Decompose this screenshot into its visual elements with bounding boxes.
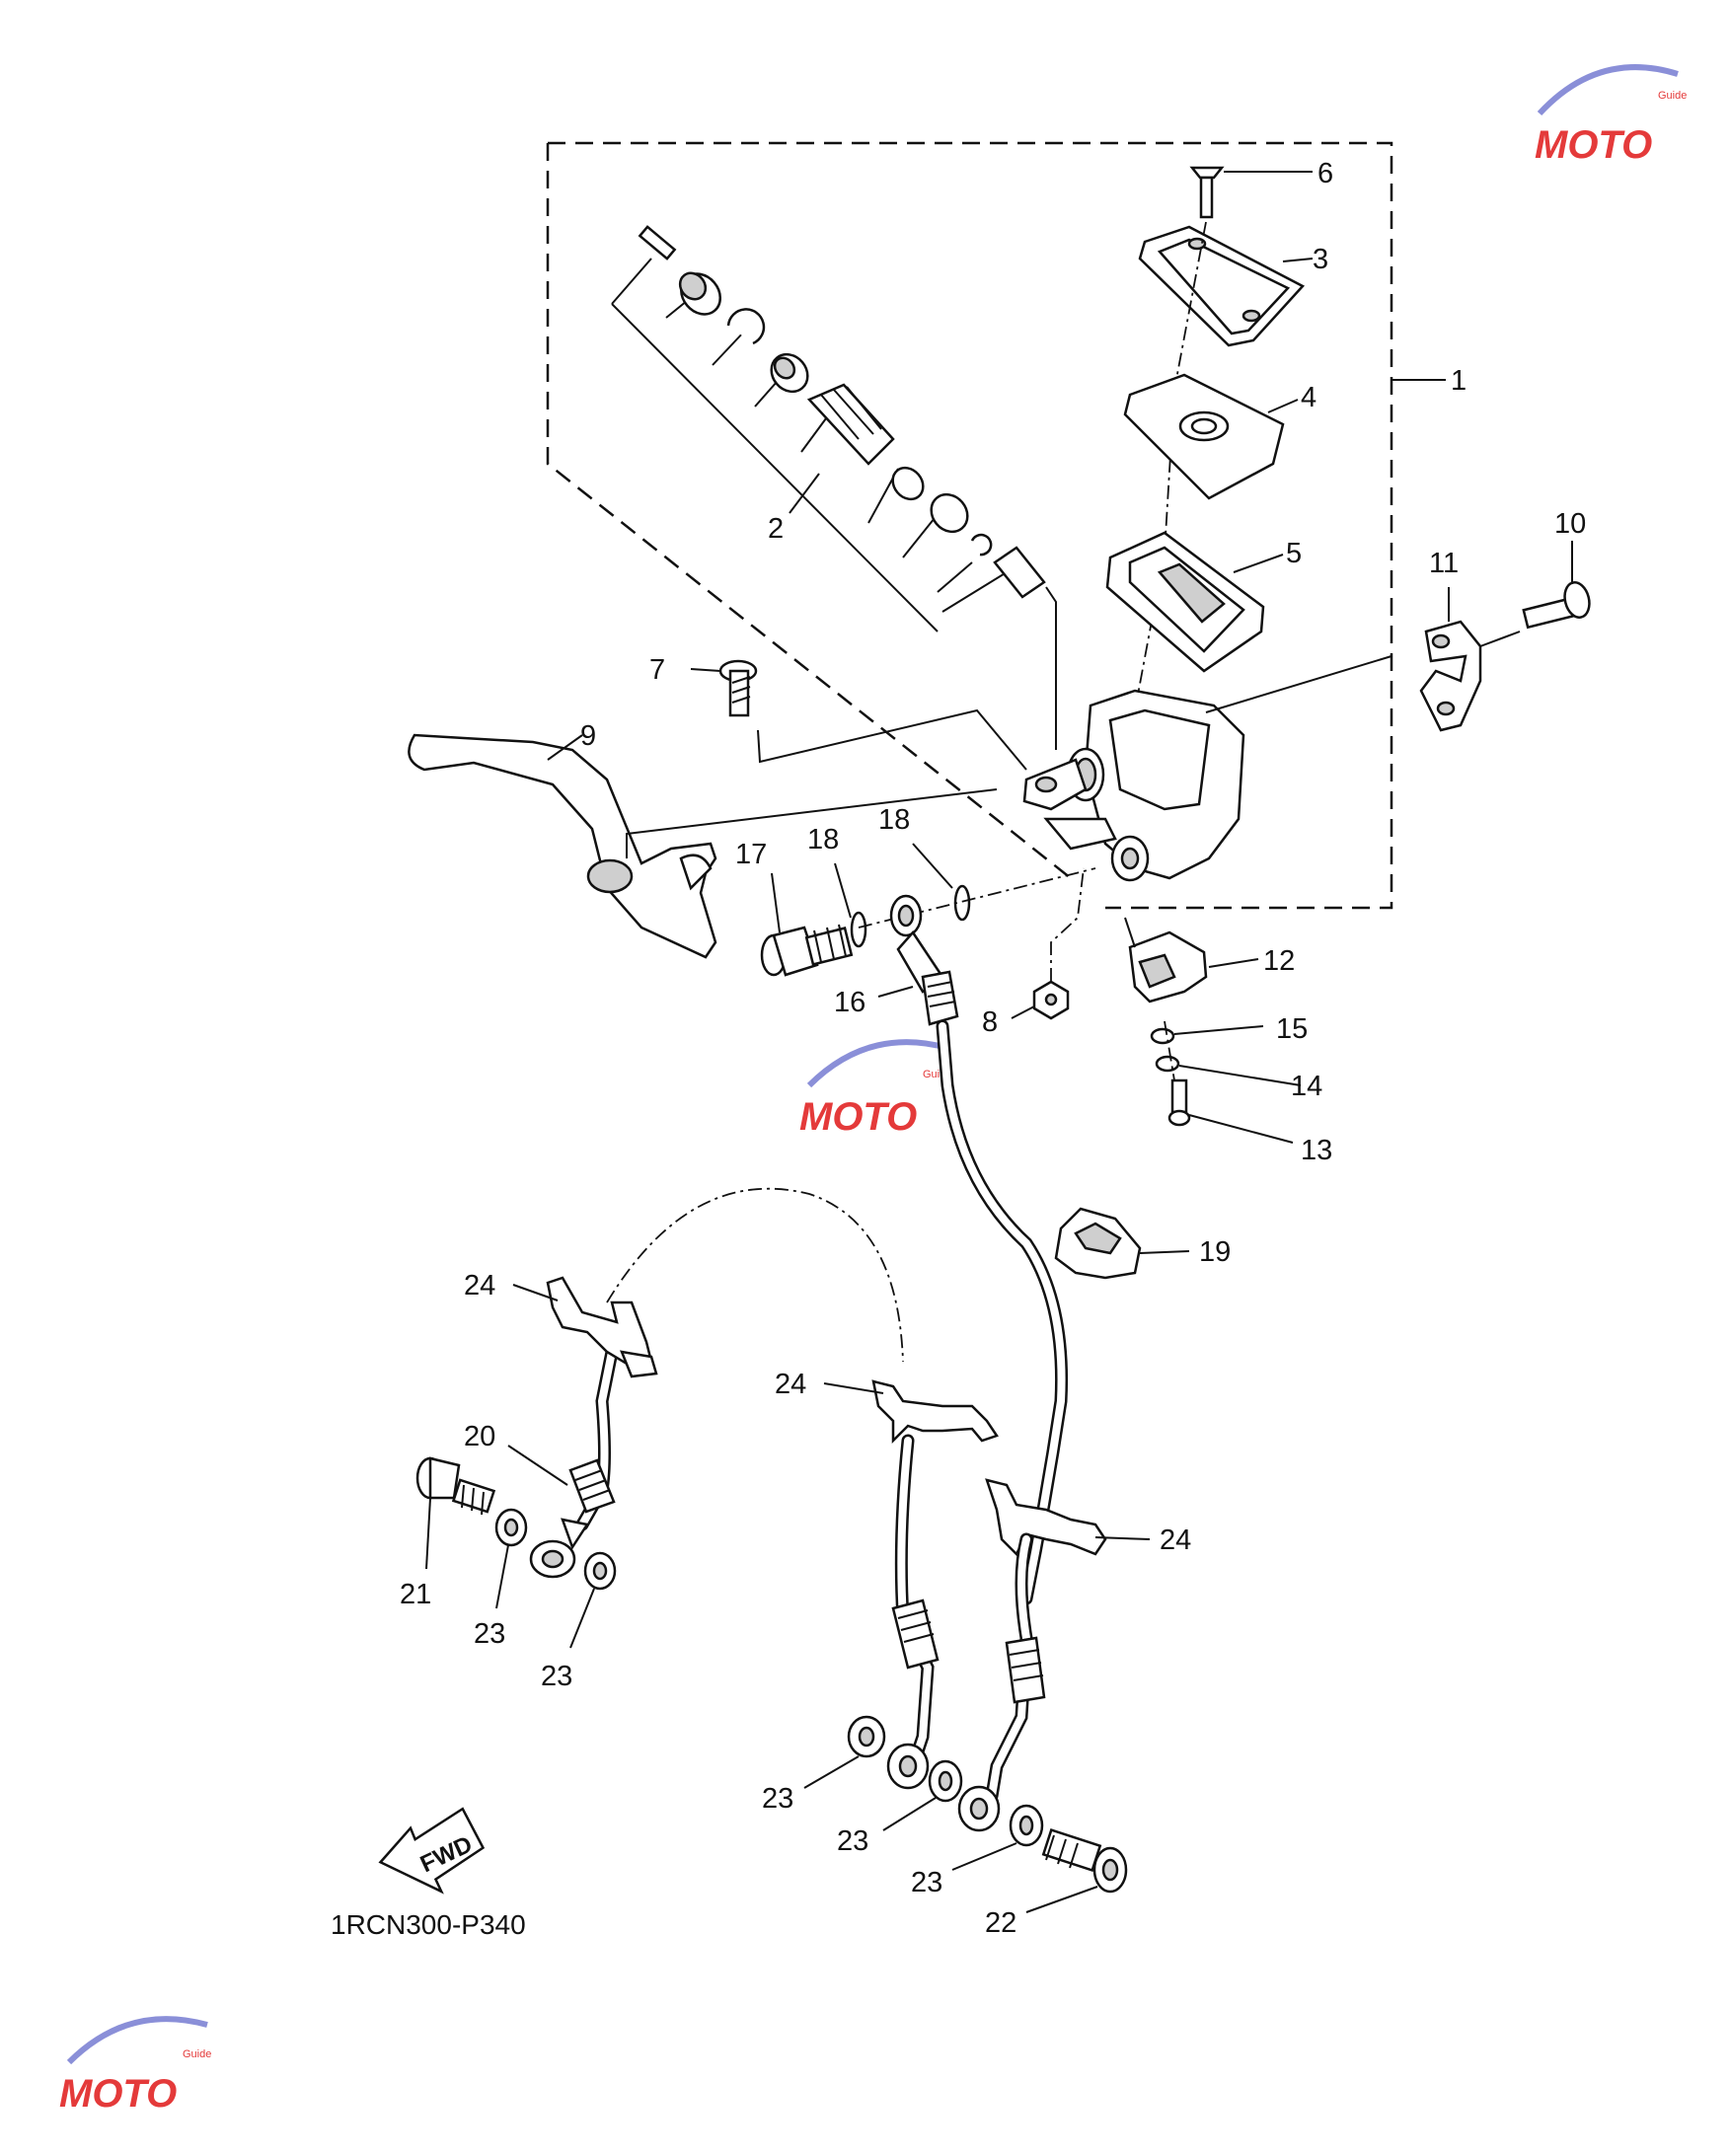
washer-23-left-a: [494, 1508, 528, 1609]
copper-washer-right: [912, 843, 971, 922]
callout-22: 22: [985, 1907, 1016, 1939]
diaphragm: [1105, 531, 1284, 673]
callout-16: 16: [834, 987, 865, 1018]
diaphragm-plate: [1123, 373, 1299, 500]
caliper-union-bolt-right: [1025, 1828, 1128, 1913]
callout-9: 9: [580, 720, 596, 752]
watermark-brand-bottom: MOTO: [59, 2072, 177, 2116]
callout-2: 2: [768, 513, 784, 545]
pivot-nut: [1011, 867, 1085, 1020]
callout-10: 10: [1554, 508, 1586, 540]
callout-20: 20: [464, 1421, 495, 1452]
right-caliper-hose: [957, 1532, 1046, 1832]
watermark-center: MOTO Guide: [799, 1039, 951, 1139]
callout-23-lower-a: 23: [762, 1783, 793, 1815]
union-bolt: [760, 872, 854, 977]
callout-23-left-a: 23: [474, 1618, 505, 1650]
handlebar-holder: [1419, 587, 1521, 732]
upper-brake-hose: [877, 894, 1069, 1605]
callout-23-lower-c: 23: [911, 1867, 942, 1898]
callout-1: 1: [1451, 365, 1467, 397]
callout-5: 5: [1286, 538, 1302, 569]
callout-7: 7: [649, 654, 665, 686]
callout-17: 17: [735, 839, 767, 870]
middle-caliper-hose: [886, 1434, 940, 1790]
callout-12: 12: [1263, 945, 1295, 977]
master-cylinder-body: [1022, 655, 1392, 882]
watermark-top: MOTO Guide: [1535, 64, 1687, 167]
piston-kit: [611, 225, 1057, 750]
callout-8: 8: [982, 1006, 998, 1038]
left-caliper-hose: [507, 1187, 904, 1579]
callout-3: 3: [1313, 244, 1328, 275]
callout-23-lower-b: 23: [837, 1825, 868, 1857]
switch-screw: [1164, 1020, 1294, 1144]
callout-14: 14: [1291, 1071, 1322, 1102]
caliper-union-bolt-left: [415, 1456, 496, 1570]
master-cylinder-assembly-outline: [546, 141, 1393, 910]
hose-clamp: [1054, 1207, 1190, 1280]
washer-23-left-b: [569, 1551, 617, 1649]
reservoir-cap: [1138, 225, 1314, 347]
switch-washer-15: [1150, 1025, 1264, 1045]
watermark-bottom: MOTO Guide: [59, 2016, 211, 2116]
callout-23-left-b: 23: [541, 1661, 572, 1692]
callout-6: 6: [1317, 158, 1333, 189]
watermark-brand-center: MOTO: [799, 1095, 917, 1139]
brake-lever: [408, 733, 998, 959]
fwd-arrow: FWD: [378, 1807, 486, 1895]
callout-24-right: 24: [1160, 1524, 1191, 1556]
callout-24-middle: 24: [775, 1369, 806, 1400]
centerline-cap: [1134, 221, 1207, 711]
callout-21: 21: [400, 1579, 431, 1610]
callout-4: 4: [1301, 382, 1316, 413]
callout-18-right: 18: [878, 804, 910, 836]
callout-24-left: 24: [464, 1270, 495, 1301]
lever-pivot-bolt: [690, 659, 1027, 771]
washer-23-lower-a: [803, 1715, 886, 1789]
washer-23-lower-b: [882, 1759, 963, 1831]
watermark-sub-top: Guide: [1658, 90, 1687, 102]
watermark-sub-bottom: Guide: [183, 2048, 211, 2060]
callout-13: 13: [1301, 1135, 1332, 1166]
cap-screw: [1189, 166, 1313, 219]
washer-23-lower-c: [951, 1804, 1044, 1871]
watermark-brand-top: MOTO: [1535, 123, 1652, 167]
hose-clip-left: [512, 1276, 658, 1378]
callout-18-left: 18: [807, 824, 839, 855]
part-code: 1RCN300-P340: [331, 1909, 526, 1940]
hose-clip-right: [985, 1478, 1151, 1557]
hose-clip-middle: [823, 1379, 999, 1445]
callout-11: 11: [1429, 548, 1459, 579]
holder-bolt: [1522, 541, 1591, 630]
callout-19: 19: [1199, 1236, 1231, 1268]
brake-light-switch: [1124, 917, 1259, 1004]
callout-15: 15: [1276, 1013, 1308, 1045]
copper-washer-left: [834, 862, 867, 948]
